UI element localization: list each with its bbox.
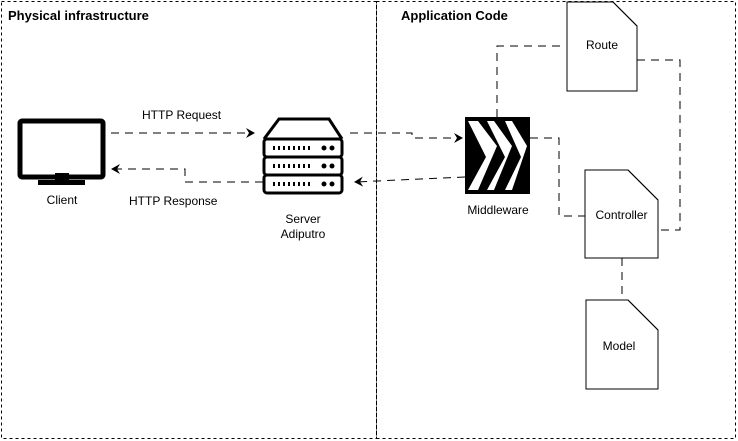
middleware-label: Middleware bbox=[467, 203, 529, 217]
http-response-connector bbox=[111, 164, 263, 183]
route-to-controller-connector bbox=[637, 59, 681, 231]
model-document-icon bbox=[585, 299, 659, 390]
server-to-middleware-connector bbox=[350, 132, 463, 143]
server-rack-icon bbox=[262, 117, 344, 195]
monitor-icon bbox=[17, 118, 106, 185]
server-label: Server Adiputro bbox=[263, 212, 343, 242]
middleware-to-server-connector bbox=[354, 176, 466, 187]
http-request-label: HTTP Request bbox=[142, 108, 222, 122]
application-code-title: Application Code bbox=[401, 8, 508, 23]
server-label-line2: Adiputro bbox=[280, 227, 326, 241]
model-label: Model bbox=[602, 339, 636, 353]
middleware-to-route-connector bbox=[496, 45, 566, 117]
server-label-line1: Server bbox=[285, 212, 321, 226]
physical-infrastructure-title: Physical infrastructure bbox=[8, 8, 149, 23]
client-label: Client bbox=[46, 193, 78, 207]
controller-label: Controller bbox=[595, 208, 648, 222]
route-document-icon bbox=[566, 1, 638, 92]
middleware-logo-icon bbox=[465, 117, 530, 194]
physical-infrastructure-zone bbox=[1, 1, 377, 439]
http-response-label: HTTP Response bbox=[129, 194, 218, 208]
controller-document-icon bbox=[584, 169, 659, 259]
route-label: Route bbox=[585, 38, 619, 52]
middleware-to-controller-connector bbox=[530, 137, 585, 217]
application-code-zone bbox=[376, 1, 736, 439]
